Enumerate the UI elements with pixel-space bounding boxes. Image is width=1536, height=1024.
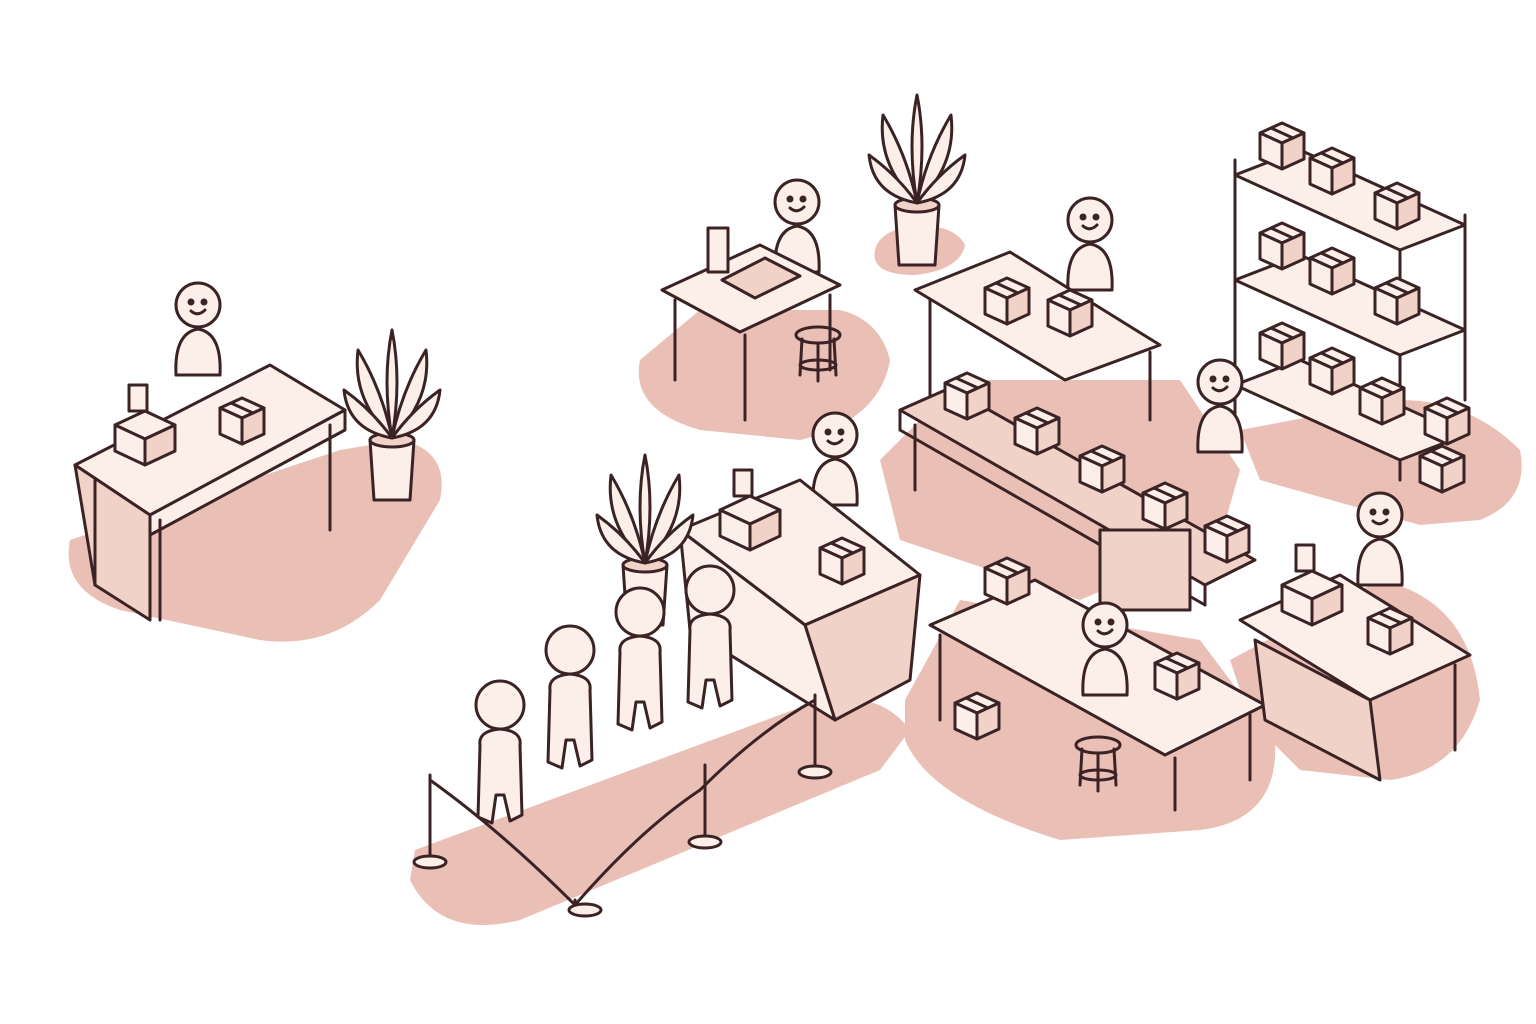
side-clerk-person (1356, 491, 1404, 587)
assembly-box (1153, 651, 1201, 701)
monitor-icon (706, 226, 730, 274)
shelf-box (1258, 221, 1306, 271)
shelf-box (1373, 276, 1421, 326)
conveyor-box (1141, 481, 1189, 531)
assembly-box (983, 556, 1031, 606)
packing-desk-top (913, 250, 1162, 382)
queue-line-with-stanchions (412, 564, 833, 918)
shelf-box (1308, 346, 1356, 396)
packer-person (1066, 196, 1114, 292)
shelf-box (1308, 246, 1356, 296)
side-desk-front (1253, 638, 1382, 782)
keyboard-icon (720, 256, 802, 300)
queue-person (544, 624, 596, 770)
conveyor-base (1098, 528, 1192, 612)
shelf-box (1373, 181, 1421, 231)
side-desk-box (1366, 606, 1414, 656)
stanchion-post (797, 693, 833, 780)
typing-clerk-desk (660, 178, 842, 422)
packing-desk (913, 196, 1162, 422)
single-cashier-station (73, 281, 442, 622)
conveyor-box (1013, 406, 1061, 456)
conveyor-box (1078, 444, 1126, 494)
side-register-icon (1280, 543, 1344, 627)
queue-person (684, 564, 736, 710)
packing-box (1046, 288, 1094, 338)
queue-person (614, 586, 666, 732)
cashier-register (113, 383, 177, 467)
floor-cashier-station (68, 440, 442, 642)
register-box (818, 536, 866, 586)
shelf-box (1258, 121, 1306, 171)
floor-box (1423, 396, 1471, 446)
shelf-box (1258, 321, 1306, 371)
register-clerk-person (811, 411, 859, 507)
shelf-box (1358, 376, 1406, 426)
stanchion-post (687, 763, 723, 850)
cashier-person (174, 281, 222, 377)
floor-box (953, 691, 1001, 741)
stanchion-post (567, 898, 603, 918)
queue-person (474, 679, 526, 825)
cashier-box (218, 396, 266, 446)
floor-box (1418, 444, 1466, 494)
conveyor-box (943, 371, 991, 421)
shelf-box (1308, 146, 1356, 196)
cashier-desk-side (148, 408, 347, 537)
register-icon (718, 468, 782, 552)
storage-shelf (1233, 121, 1471, 494)
conveyor-box (1203, 514, 1251, 564)
conveyor-belt (898, 358, 1257, 612)
packing-box (983, 276, 1031, 326)
stanchion-post (412, 773, 448, 870)
side-register-desk (1238, 491, 1472, 782)
